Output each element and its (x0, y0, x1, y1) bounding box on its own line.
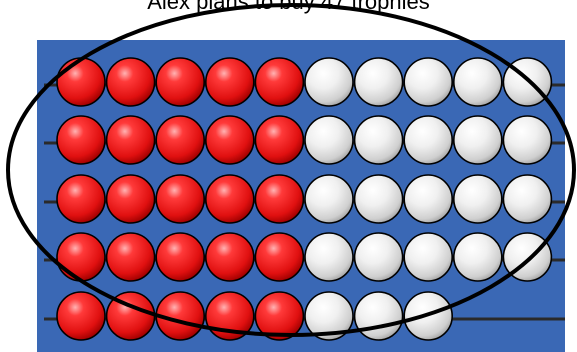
white-bead (404, 175, 452, 223)
red-bead (206, 233, 254, 281)
abacus-beads (57, 58, 551, 340)
red-bead (156, 116, 204, 164)
red-bead (57, 116, 105, 164)
white-bead (305, 116, 353, 164)
red-bead (156, 233, 204, 281)
white-bead (454, 233, 502, 281)
red-bead (107, 58, 155, 106)
white-bead (454, 58, 502, 106)
white-bead (404, 116, 452, 164)
red-bead (156, 58, 204, 106)
white-bead (355, 58, 403, 106)
red-bead (107, 233, 155, 281)
grouping-ellipse (8, 5, 574, 335)
white-bead (355, 292, 403, 340)
red-bead (255, 58, 303, 106)
white-bead (454, 175, 502, 223)
white-bead (503, 116, 551, 164)
red-bead (107, 116, 155, 164)
red-bead (255, 116, 303, 164)
red-bead (255, 233, 303, 281)
white-bead (355, 116, 403, 164)
red-bead (57, 175, 105, 223)
white-bead (503, 175, 551, 223)
red-bead (206, 58, 254, 106)
white-bead (454, 116, 502, 164)
red-bead (156, 175, 204, 223)
white-bead (305, 233, 353, 281)
white-bead (404, 233, 452, 281)
red-bead (57, 292, 105, 340)
white-bead (305, 58, 353, 106)
red-bead (57, 233, 105, 281)
red-bead (57, 58, 105, 106)
white-bead (355, 233, 403, 281)
red-bead (206, 116, 254, 164)
red-bead (255, 175, 303, 223)
red-bead (107, 175, 155, 223)
white-bead (355, 175, 403, 223)
white-bead (404, 58, 452, 106)
white-bead (305, 175, 353, 223)
red-bead (206, 175, 254, 223)
